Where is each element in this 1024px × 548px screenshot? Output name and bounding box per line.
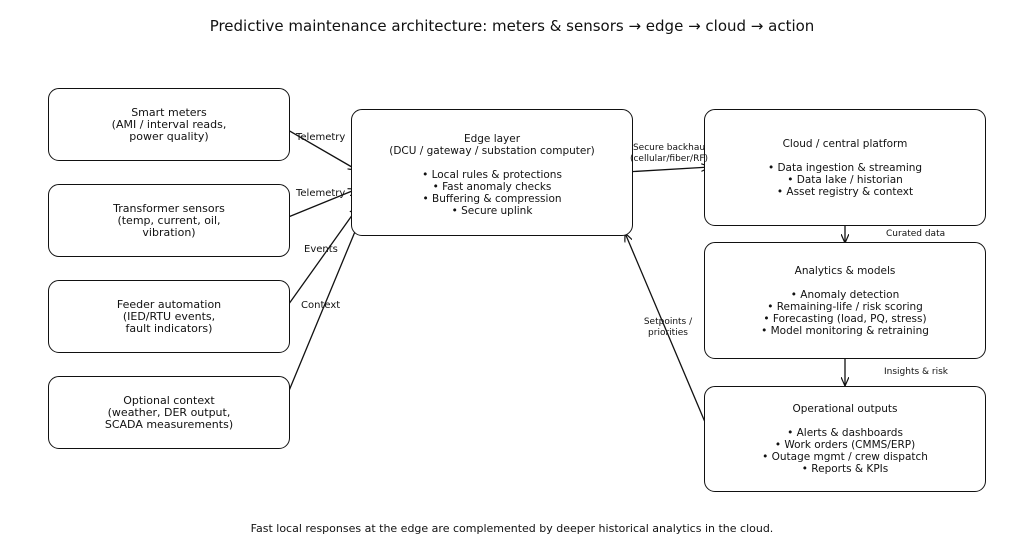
- cloud-title: Cloud / central platform: [782, 137, 908, 150]
- arrow-feeder-to-edge: [280, 207, 358, 316]
- edge-bullet: • Local rules & protections: [422, 169, 562, 181]
- analytics-title: Analytics & models: [794, 264, 896, 277]
- analytics-bullet: • Forecasting (load, PQ, stress): [763, 312, 927, 325]
- setpoints-label: Setpoints / priorities: [642, 317, 694, 338]
- analytics-bullet: • Anomaly detection: [790, 288, 900, 301]
- box-line: (IED/RTU events,: [122, 309, 216, 323]
- edge-layer-box: Edge layer (DCU / gateway / substation c…: [351, 109, 633, 236]
- box-line: (temp, current, oil,: [117, 213, 221, 227]
- edge-title: Edge layer: [463, 133, 521, 145]
- diagram-title: Predictive maintenance architecture: met…: [209, 17, 815, 35]
- telemetry-label-1: Telemetry: [296, 132, 346, 143]
- arrow-transformer-to-edge: [280, 189, 357, 221]
- cloud-bullet: • Data ingestion & streaming: [767, 161, 923, 174]
- box-line: fault indicators): [125, 321, 213, 335]
- box-line: vibration): [142, 225, 196, 239]
- analytics-bullet: • Remaining-life / risk scoring: [767, 300, 923, 313]
- context-label: Context: [301, 300, 341, 311]
- cloud-bullet: • Data lake / historian: [787, 173, 903, 186]
- box-line: Optional context: [123, 393, 215, 407]
- outputs-title: Operational outputs: [792, 403, 898, 415]
- outputs-bullet: • Alerts & dashboards: [787, 427, 903, 439]
- backhaul-label-line-2: (cellular/fiber/RF): [629, 153, 709, 164]
- cloud-bullet: • Asset registry & context: [776, 185, 914, 198]
- arrow-smart-meters-to-edge: [280, 125, 357, 170]
- diagram-caption: Fast local responses at the edge are com…: [250, 522, 774, 535]
- edge-bullet: • Buffering & compression: [422, 193, 562, 205]
- box-line: (AMI / interval reads,: [111, 117, 227, 131]
- transformer-sensors-box: Transformer sensors (temp, current, oil,…: [48, 184, 290, 257]
- analytics-models-box: Analytics & models • Anomaly detection •…: [704, 242, 986, 359]
- arrow-context-to-edge: [280, 222, 359, 411]
- edge-bullet: • Fast anomaly checks: [432, 181, 552, 193]
- outputs-bullet: • Outage mgmt / crew dispatch: [762, 451, 928, 463]
- setpoints-label-line-2: priorities: [648, 327, 688, 338]
- smart-meters-box: Smart meters (AMI / interval reads, powe…: [48, 88, 290, 161]
- outputs-bullet: • Reports & KPIs: [801, 463, 889, 475]
- cloud-platform-box: Cloud / central platform • Data ingestio…: [704, 109, 986, 226]
- telemetry-label-2: Telemetry: [296, 188, 346, 199]
- backhaul-label: Secure backhau (cellular/fiber/RF): [629, 143, 709, 164]
- box-line: SCADA measurements): [104, 417, 234, 431]
- setpoints-label-line-1: Setpoints /: [643, 317, 693, 327]
- arrow-edge-to-cloud: [624, 167, 710, 173]
- box-line: power quality): [129, 129, 209, 143]
- backhaul-label-line-1: Secure backhau: [632, 143, 706, 153]
- optional-context-box: Optional context (weather, DER output, S…: [48, 376, 290, 449]
- insights-risk-label: Insights & risk: [884, 367, 949, 377]
- curated-data-label: Curated data: [886, 229, 946, 239]
- box-line: Transformer sensors: [113, 201, 225, 215]
- analytics-bullet: • Model monitoring & retraining: [761, 324, 929, 337]
- arrow-outputs-to-edge: [625, 233, 714, 442]
- box-line: Feeder automation: [116, 297, 222, 311]
- box-line: Smart meters: [131, 105, 207, 119]
- events-label: Events: [304, 244, 338, 255]
- outputs-bullet: • Work orders (CMMS/ERP): [774, 439, 916, 451]
- feeder-automation-box: Feeder automation (IED/RTU events, fault…: [48, 280, 290, 353]
- edge-subtitle: (DCU / gateway / substation computer): [389, 145, 595, 157]
- operational-outputs-box: Operational outputs • Alerts & dashboard…: [704, 386, 986, 492]
- box-line: (weather, DER output,: [107, 405, 231, 419]
- edge-bullet: • Secure uplink: [451, 205, 533, 217]
